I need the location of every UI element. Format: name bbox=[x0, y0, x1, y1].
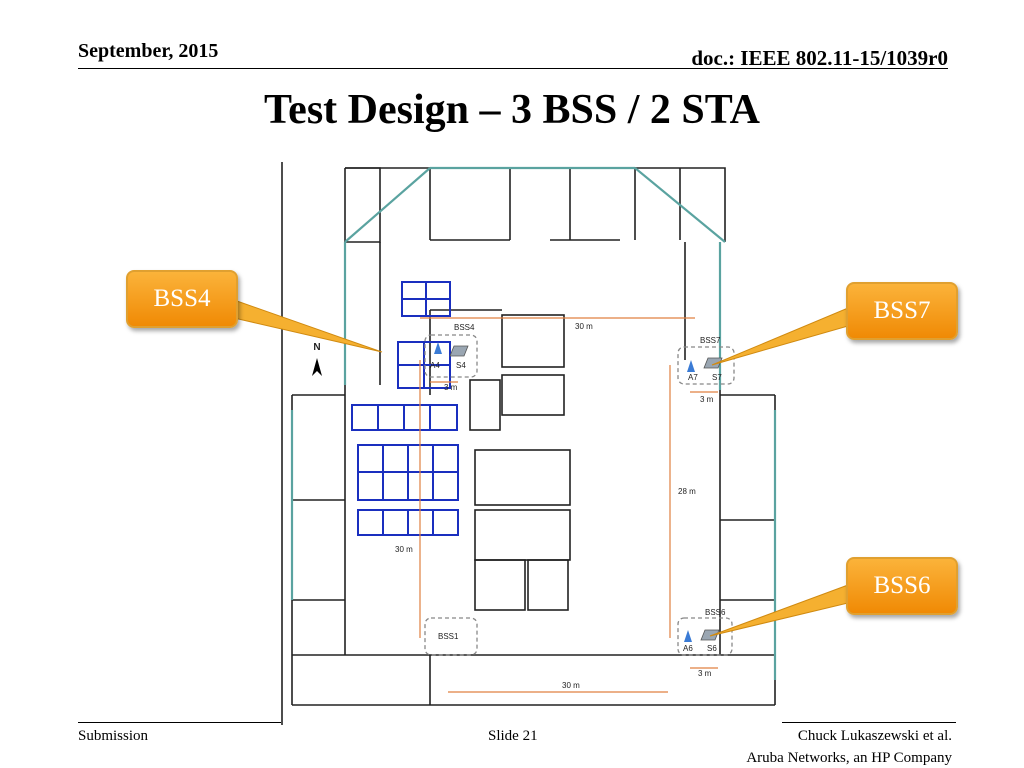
slide-title: Test Design – 3 BSS / 2 STA bbox=[264, 87, 760, 133]
ap-a6-icon bbox=[684, 630, 692, 642]
ap-a7-icon bbox=[687, 360, 695, 372]
footer-author: Chuck Lukaszewski et al. bbox=[797, 728, 952, 744]
a7-label: A7 bbox=[688, 373, 698, 382]
floor-plan: N BSS4 BSS7 BSS6 BSS1 A4 S4 A7 S7 A6 S6 … bbox=[280, 160, 785, 725]
a6-label: A6 bbox=[683, 644, 693, 653]
callout-bss7: BSS7 bbox=[846, 282, 958, 340]
distance-top: 30 m bbox=[575, 322, 593, 331]
sta-s4-icon bbox=[449, 345, 469, 357]
a4-label: A4 bbox=[430, 361, 440, 370]
bss6-label: BSS6 bbox=[705, 608, 726, 617]
callout-bss6: BSS6 bbox=[846, 557, 958, 615]
header-rule bbox=[78, 68, 948, 69]
bss1-label: BSS1 bbox=[438, 632, 459, 641]
bss4-label: BSS4 bbox=[454, 323, 475, 332]
bss6-box bbox=[677, 617, 733, 656]
footer-submission: Submission bbox=[78, 728, 149, 744]
sep-bss6: 3 m bbox=[698, 669, 712, 678]
floor-plan-background bbox=[280, 160, 785, 725]
north-arrow-icon bbox=[312, 358, 322, 376]
desk-clusters bbox=[351, 281, 459, 536]
footer-slide-number: Slide 21 bbox=[488, 728, 538, 744]
distance-right: 28 m bbox=[678, 487, 696, 496]
footer-company: Aruba Networks, an HP Company bbox=[746, 750, 952, 766]
ap-icons bbox=[434, 342, 695, 642]
sep-bss7: 3 m bbox=[700, 395, 714, 404]
distance-lines bbox=[419, 317, 718, 693]
header-date: September, 2015 bbox=[78, 40, 219, 62]
s6-label: S6 bbox=[707, 644, 717, 653]
callout-bss4: BSS4 bbox=[126, 270, 238, 328]
s7-label: S7 bbox=[712, 373, 722, 382]
header-doc-id: doc.: IEEE 802.11-15/1039r0 bbox=[691, 46, 948, 70]
bss-boxes bbox=[424, 334, 735, 656]
north-label: N bbox=[313, 342, 320, 353]
sep-bss4: 3 m bbox=[444, 383, 458, 392]
bss7-box bbox=[677, 346, 735, 385]
bss7-label: BSS7 bbox=[700, 336, 721, 345]
distance-left: 30 m bbox=[395, 545, 413, 554]
s4-label: S4 bbox=[456, 361, 466, 370]
ap-a4-icon bbox=[434, 342, 442, 354]
footer-rule-right bbox=[782, 722, 956, 723]
distance-bottom: 30 m bbox=[562, 681, 580, 690]
footer-rule-left bbox=[78, 722, 281, 723]
plan-labels: BSS4 BSS7 BSS6 BSS1 A4 S4 A7 S7 A6 S6 30… bbox=[395, 322, 726, 690]
bss4-box bbox=[424, 334, 478, 378]
